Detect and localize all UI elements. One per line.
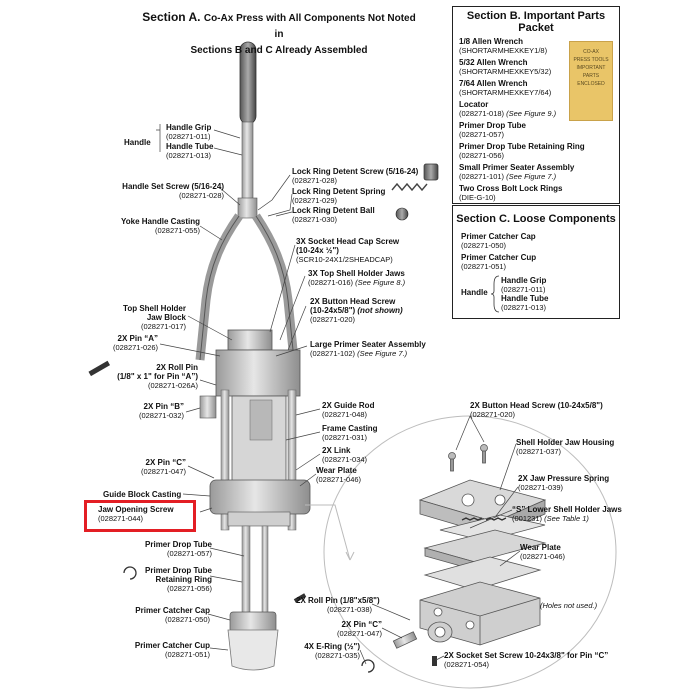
section-c-box: Section C. Loose Components Primer Catch… xyxy=(452,205,620,319)
label-primer-catcher-cup: Primer Catcher Cup(028271-051) xyxy=(134,641,210,659)
section-b-item-3: 7/64 Allen Wrench(SHORTARMHEXKEY7/64) xyxy=(459,79,552,97)
section-c-handle-grip: Handle Grip(028271-011) xyxy=(501,276,547,294)
detail-drawing xyxy=(293,444,547,673)
detent-parts xyxy=(391,163,439,221)
label-guide-rod: 2X Guide Rod(028271-048) xyxy=(322,401,375,419)
label-pin-b: 2X Pin “B”(028271-032) xyxy=(138,402,184,420)
label-jaw-opening-screw: Jaw Opening Screw(028271-044) xyxy=(98,505,174,523)
section-b-list: 1/8 Allen Wrench(SHORTARMHEXKEY1/8) 5/32… xyxy=(459,37,585,205)
label-roll-pin-detail: 2X Roll Pin (1/8"x5/8")(028271-038) xyxy=(296,596,380,614)
label-lower-shell-holder-jaws: “S” Lower Shell Holder Jaws(001231) (See… xyxy=(512,505,622,523)
frame-drawing xyxy=(88,349,311,531)
jaw-opening-screw-highlight[interactable] xyxy=(84,500,196,532)
section-c-handle-label: Handle xyxy=(461,288,488,297)
label-e-ring: 4X E-Ring (½")(028271-035) xyxy=(304,642,360,660)
label-button-head-screw-top: 2X Button Head Screw(10-24x5/8") (not sh… xyxy=(310,297,403,324)
section-c-item-2: Primer Catcher Cup(028271-051) xyxy=(461,253,537,271)
label-primer-catcher-cap: Primer Catcher Cap(028271-050) xyxy=(135,606,210,624)
label-frame-casting: Frame Casting(028271-031) xyxy=(322,424,378,442)
label-wear-plate-main: Wear Plate(028271-046) xyxy=(316,466,362,484)
section-c-list: Primer Catcher Cap(028271-050) Primer Ca… xyxy=(461,232,536,274)
section-c-item-1: Primer Catcher Cap(028271-050) xyxy=(461,232,536,250)
label-detail-button-head-screw: 2X Button Head Screw (10-24x5/8")(028271… xyxy=(470,401,603,419)
section-b-item-6: Primer Drop Tube Retaining Ring(028271-0… xyxy=(459,142,585,160)
section-b-item-7: Small Primer Seater Assembly(028271-101)… xyxy=(459,163,575,181)
label-socket-head-cap-screw: 3X Socket Head Cap Screw(10-24x ½")(SCR1… xyxy=(296,237,400,264)
label-handle: Handle xyxy=(124,138,151,147)
section-c-handle-group: Handle Grip(028271-011) Handle Tube(0282… xyxy=(501,276,548,312)
label-primer-drop-tube: Primer Drop Tube(028271-057) xyxy=(145,540,212,558)
section-c-brace xyxy=(491,275,500,313)
section-b-item-4: Locator(028271-018) (See Figure 9.) xyxy=(459,100,557,118)
label-pin-c-detail: 2X Pin “C”(028271-047) xyxy=(336,620,382,638)
label-guide-block-casting: Guide Block Casting xyxy=(103,490,182,499)
section-b-item-2: 5/32 Allen Wrench(SHORTARMHEXKEY5/32) xyxy=(459,58,552,76)
leader-lines xyxy=(156,124,521,665)
section-c-title: Section C. Loose Components xyxy=(456,213,616,225)
section-c-handle-tube: Handle Tube(028271-013) xyxy=(501,294,549,312)
primer-catcher-drawing xyxy=(123,525,279,671)
section-b-item-8: Two Cross Bolt Lock Rings(DIE-G-10) xyxy=(459,184,563,202)
label-jaw-pressure-spring: 2X Jaw Pressure Spring(028271-039) xyxy=(518,474,610,492)
label-handle-tube: Handle Tube(028271-013) xyxy=(166,142,214,160)
section-a-title-line1: Co-Ax Press with All Components Not Note… xyxy=(203,13,416,40)
section-a-title-line2: Sections B and C Already Assembled xyxy=(190,45,368,56)
label-lock-ring-detent-screw: Lock Ring Detent Screw (5/16-24)(028271-… xyxy=(292,167,419,185)
section-b-item-1: 1/8 Allen Wrench(SHORTARMHEXKEY1/8) xyxy=(459,37,548,55)
section-a-title: Section A. Co-Ax Press with All Componen… xyxy=(138,10,420,58)
label-roll-pin-a: 2X Roll Pin(1/8" x 1" for Pin “A”)(02827… xyxy=(117,363,198,390)
label-pin-c: 2X Pin “C”(028271-047) xyxy=(140,458,186,476)
label-yoke-handle-casting: Yoke Handle Casting(028271-055) xyxy=(121,217,200,235)
label-lock-ring-detent-ball: Lock Ring Detent Ball(028271-030) xyxy=(292,206,375,224)
label-pin-a: 2X Pin “A”(028271-026) xyxy=(112,334,158,352)
label-lock-ring-detent-spring: Lock Ring Detent Spring(028271-029) xyxy=(292,187,386,205)
yoke-drawing xyxy=(195,213,299,361)
label-handle-set-screw: Handle Set Screw (5/16-24)(028271-028) xyxy=(122,182,224,200)
section-a-title-bold: Section A. xyxy=(142,10,201,24)
label-holes-not-used: (Holes not used.) xyxy=(540,601,598,610)
label-handle-grip: Handle Grip(028271-011) xyxy=(166,123,212,141)
section-b-item-5: Primer Drop Tube(028271-057) xyxy=(459,121,526,139)
label-socket-set-screw: 2X Socket Set Screw 10-24x3/8" for Pin “… xyxy=(444,651,609,669)
label-shell-holder-jaw-housing: Shell Holder Jaw Housing(028271-037) xyxy=(516,438,615,456)
parts-packet-image: CO-AX PRESS TOOLS IMPORTANT PARTS ENCLOS… xyxy=(569,41,613,121)
label-top-shell-holder-jaws: 3X Top Shell Holder Jaws(028271-016) (Se… xyxy=(308,269,406,287)
label-link: 2X Link(028271-034) xyxy=(322,446,368,464)
handle-drawing xyxy=(237,41,258,219)
label-large-primer-seater: Large Primer Seater Assembly(028271-102)… xyxy=(310,340,426,358)
label-wear-plate-detail: Wear Plate(028271-046) xyxy=(520,543,566,561)
